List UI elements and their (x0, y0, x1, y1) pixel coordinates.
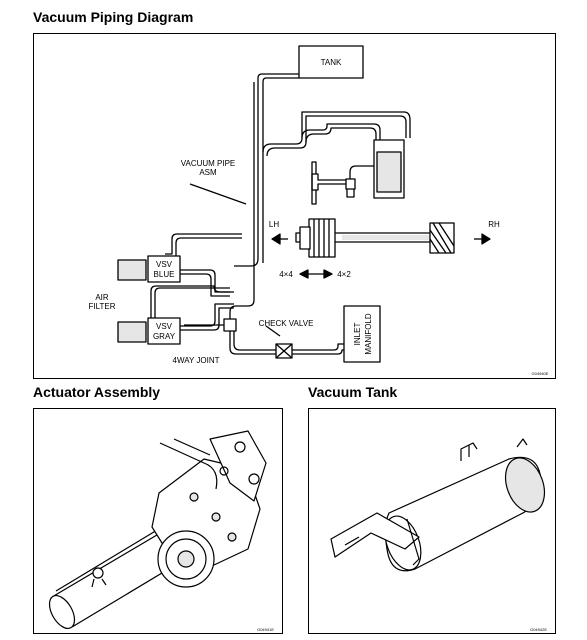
vsv-blue-label-1: VSV (156, 260, 173, 269)
vacuum-piping-title: Vacuum Piping Diagram (33, 9, 194, 25)
vsv-gray-label-1: VSV (156, 322, 173, 331)
vacuum-tank-code: G04942E (530, 627, 547, 632)
four-by-four-label: 4×4 (279, 270, 293, 279)
pipe-to-vsv-blue (165, 233, 242, 255)
sensor (345, 178, 356, 190)
tank-label: TANK (321, 58, 342, 67)
four-by-two-label: 4×2 (337, 270, 351, 279)
inlet-manifold (343, 305, 381, 363)
vacuum-piping-diagram: TANK VACUUM PIPE ASM LH RH 4×4 4×2 VSV B… (33, 33, 556, 379)
vsv-gray (147, 317, 181, 345)
air-filter-gray (117, 321, 147, 343)
piping-code: G04940E (532, 371, 549, 376)
tank-port (460, 442, 478, 461)
vsv-blue (147, 255, 181, 283)
vsv-blue-label-2: BLUE (154, 270, 175, 279)
actuator-assembly-panel: G04941E (33, 408, 283, 634)
vsv-gray-label-2: GRAY (153, 332, 176, 341)
rh-label: RH (488, 220, 500, 229)
piping-svg: TANK VACUUM PIPE ASM LH RH 4×4 4×2 VSV B… (89, 45, 549, 376)
actuator-hose (159, 442, 218, 490)
inlet-manifold-label-2: MANIFOLD (364, 313, 373, 355)
vacuum-tank-panel: G04942E (308, 408, 556, 634)
vacuum-pipe-label-2: ASM (199, 168, 217, 177)
pipe-to-manifold (292, 343, 344, 351)
clutch-gear (308, 218, 336, 258)
check-valve-label: CHECK VALVE (259, 319, 314, 328)
actuator-code: G04941E (257, 627, 274, 632)
inlet-manifold-label-1: INLET (353, 323, 362, 346)
four-way-joint-label: 4WAY JOINT (173, 356, 220, 365)
tank-bracket (330, 512, 420, 558)
pipe-joint-down (229, 331, 276, 355)
vacuum-tank-title: Vacuum Tank (308, 384, 398, 400)
vacuum-tank-svg: G04942E (330, 438, 547, 632)
lh-label: LH (269, 220, 279, 229)
air-filter-label-1: AIR (95, 293, 109, 302)
actuator-assembly-title: Actuator Assembly (33, 384, 161, 400)
air-filter-label-2: FILTER (89, 302, 116, 311)
tank-box (298, 45, 364, 79)
actuator-svg: G04941E (48, 430, 274, 632)
tank-pipe (234, 73, 299, 267)
upper-pipe-loop (262, 111, 411, 153)
four-way-joint (223, 318, 237, 332)
vacuum-pipe-label-1: VACUUM PIPE (181, 159, 236, 168)
air-filter-blue (117, 259, 147, 281)
